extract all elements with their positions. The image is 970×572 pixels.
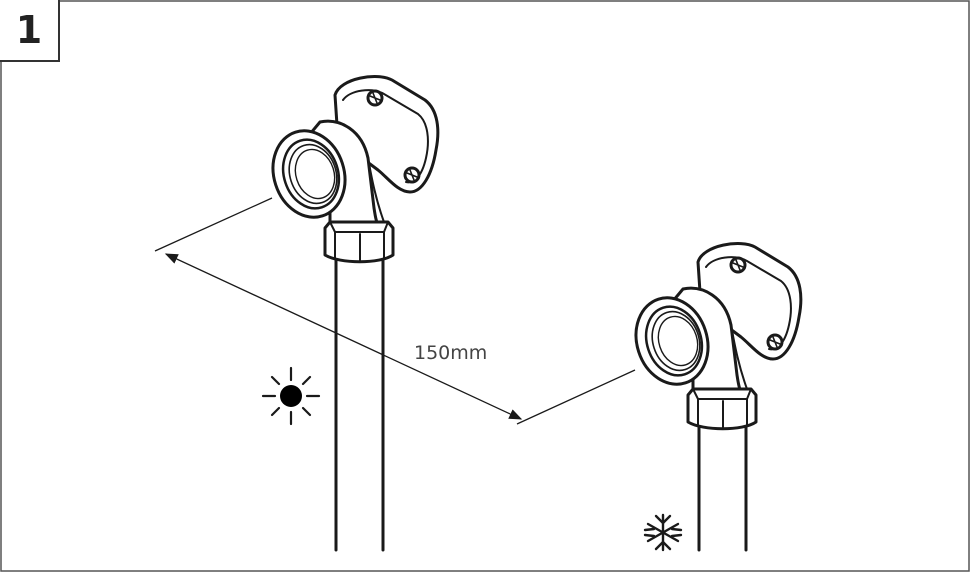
cold-water-fitting bbox=[634, 242, 803, 552]
extension-line-left bbox=[154, 197, 273, 252]
dimension-lines bbox=[154, 197, 636, 425]
sun-icon bbox=[261, 366, 321, 426]
extension-line-right bbox=[516, 369, 636, 425]
dimension-label: 150mm bbox=[414, 342, 488, 364]
step-number-box: 1 bbox=[0, 0, 60, 62]
step-number: 1 bbox=[15, 8, 43, 52]
dimension-arrow bbox=[164, 253, 523, 420]
snowflake-icon bbox=[643, 513, 683, 552]
hot-water-fitting bbox=[271, 75, 440, 552]
